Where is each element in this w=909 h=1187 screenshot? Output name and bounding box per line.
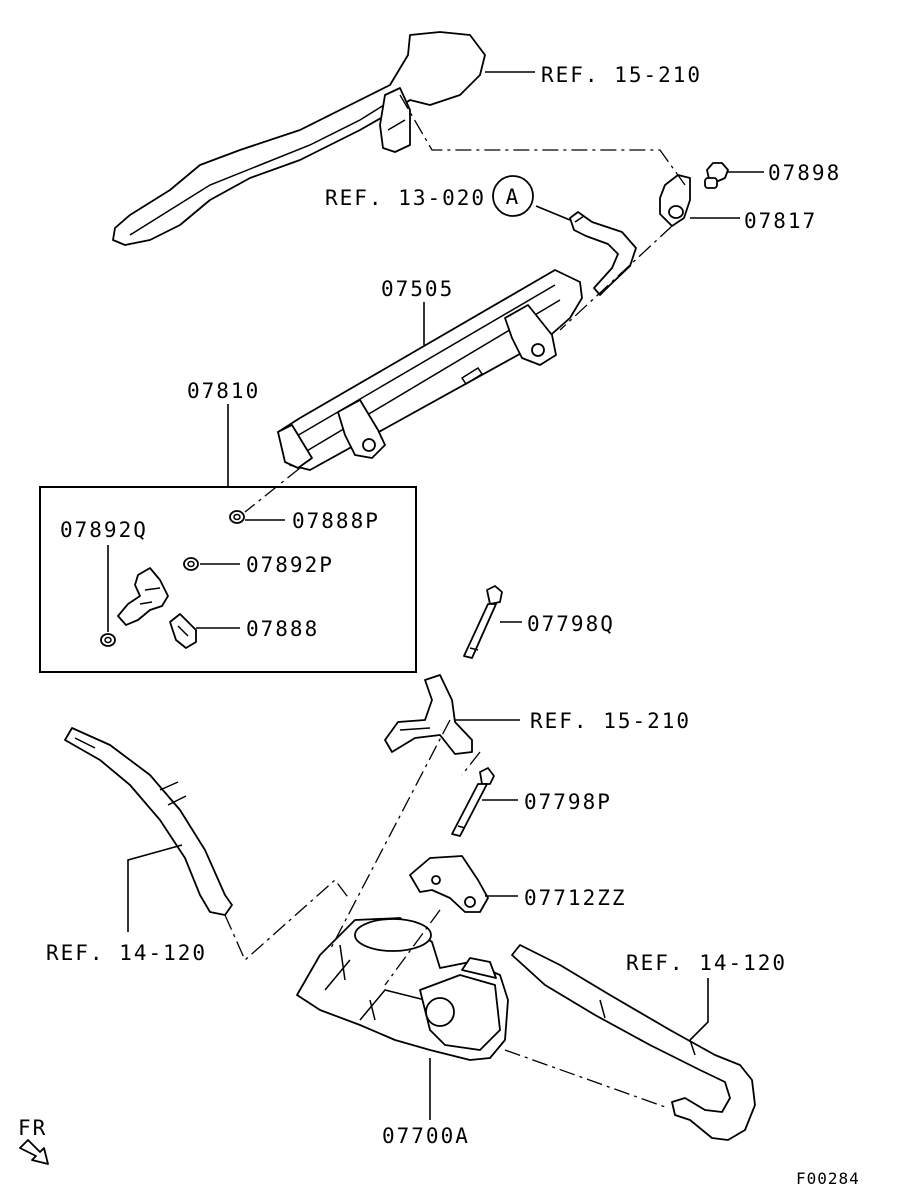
label-07505: 07505 [381, 277, 454, 301]
label-07798q: 07798Q [527, 612, 615, 636]
left-hose-ref-14-120 [64, 727, 233, 916]
connector-lower-2 [384, 909, 441, 986]
middle-bracket-ref-15-210 [384, 674, 473, 755]
label-ref-15-210-top: REF. 15-210 [541, 63, 702, 87]
label-ref-14-120-left: REF. 14-120 [46, 941, 207, 965]
leader-ref-14-120-right [689, 978, 709, 1041]
label-07700a: 07700A [382, 1124, 470, 1148]
bracket-07817 [659, 174, 691, 227]
label-07898: 07898 [768, 161, 841, 185]
label-07888: 07888 [246, 617, 319, 641]
bolt-07798p [451, 767, 495, 837]
throttle-body-07700a [296, 917, 509, 1061]
label-07810: 07810 [187, 379, 260, 403]
label-07892q: 07892Q [60, 518, 148, 542]
circle-a-label: A [506, 185, 521, 209]
fr-label: FR [18, 1116, 47, 1140]
right-hose-ref-14-120 [511, 944, 756, 1141]
connector-lower-5 [461, 751, 481, 776]
oring-07892q [100, 633, 116, 647]
connector-lower-1 [329, 719, 451, 951]
label-ref-15-210-mid: REF. 15-210 [530, 709, 691, 733]
leader-ref-14-120-left [127, 844, 183, 932]
connector-lower-3 [224, 879, 351, 962]
circle-a-marker [492, 175, 534, 217]
label-ref-14-120-right: REF. 14-120 [626, 951, 787, 975]
oring-07892p [183, 557, 199, 571]
bolt-07898 [704, 162, 729, 189]
label-07892p: 07892P [246, 553, 334, 577]
clip-07888 [169, 613, 197, 649]
figure-code: F00284 [796, 1169, 860, 1187]
label-07817: 07817 [744, 209, 817, 233]
bolt-07798q [463, 585, 503, 659]
front-arrow-icon [19, 1139, 49, 1165]
bracket-07712zz [409, 855, 489, 913]
leader-circle-a [535, 205, 571, 221]
injector [117, 567, 169, 626]
connector-lower-4 [504, 1049, 669, 1109]
connector-upper-1 [399, 94, 686, 186]
label-ref-13-020: REF. 13-020 [325, 186, 486, 210]
label-07712zz: 07712ZZ [524, 886, 627, 910]
upper-bracket-ref-15-210 [112, 31, 486, 246]
connector-upper-3 [244, 467, 301, 513]
label-07888p: 07888P [292, 509, 380, 533]
label-07798p: 07798P [524, 790, 612, 814]
oring-07888p [229, 510, 245, 524]
fuel-rail-07505 [277, 269, 583, 471]
connector-upper-2 [559, 225, 673, 331]
